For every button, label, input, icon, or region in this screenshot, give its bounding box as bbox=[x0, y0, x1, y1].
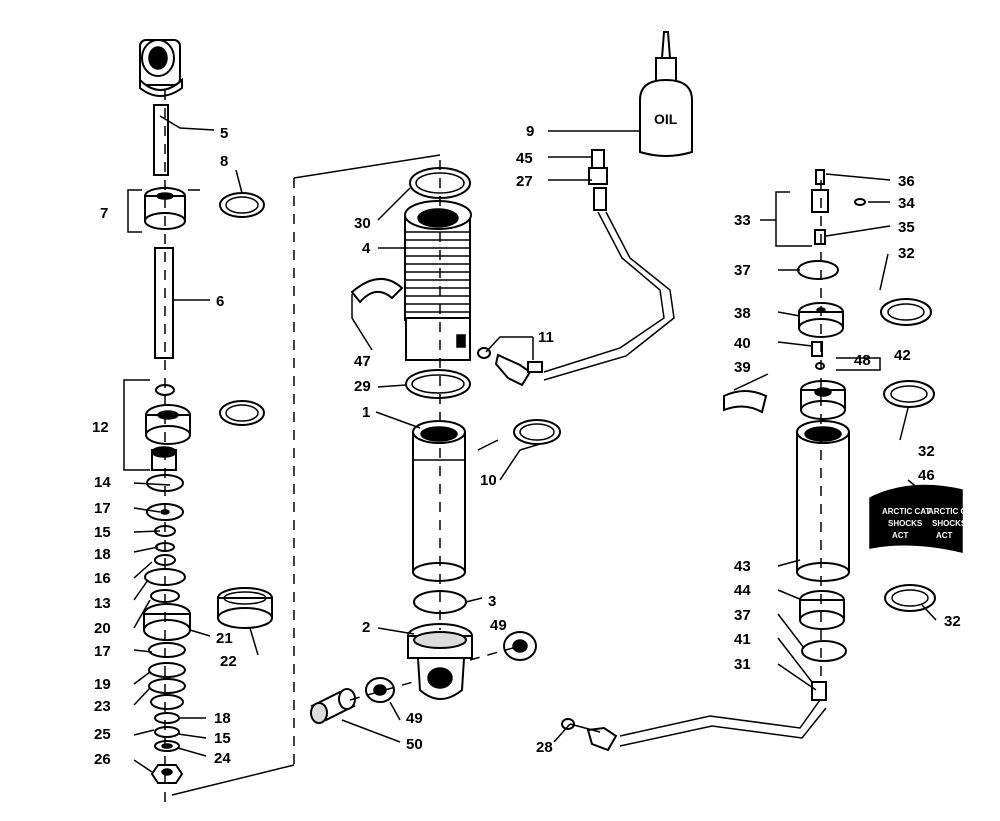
callout-7: 7 bbox=[100, 205, 108, 222]
callout-49b: 49 bbox=[406, 710, 423, 727]
decal-line-3: ACT bbox=[892, 531, 909, 540]
part-2-base bbox=[407, 623, 473, 700]
callout-43: 43 bbox=[734, 558, 751, 575]
callout-37a: 37 bbox=[734, 262, 751, 279]
callout-5: 5 bbox=[220, 125, 228, 142]
callout-1: 1 bbox=[362, 404, 370, 421]
part-37-clip-upper bbox=[797, 260, 839, 280]
callout-17b: 17 bbox=[94, 643, 111, 660]
callout-31: 31 bbox=[734, 656, 751, 673]
callout-32c: 32 bbox=[944, 613, 961, 630]
callout-32a: 32 bbox=[898, 245, 915, 262]
part-49-bushing-left bbox=[365, 677, 395, 703]
part-40-piston bbox=[800, 380, 846, 420]
callout-22: 22 bbox=[220, 653, 237, 670]
bracket-lines-left bbox=[123, 115, 259, 773]
part-eyelet bbox=[139, 39, 183, 97]
callout-23: 23 bbox=[94, 698, 111, 715]
decal-line-1: ARCTIC CAT bbox=[882, 507, 930, 516]
oil-bottle: OIL bbox=[639, 31, 693, 157]
callout-50: 50 bbox=[406, 736, 423, 753]
callout-16: 16 bbox=[94, 570, 111, 587]
callout-36: 36 bbox=[898, 173, 915, 190]
part-1-cylinder bbox=[412, 420, 466, 582]
callout-24: 24 bbox=[214, 750, 231, 767]
frame-line-top bbox=[293, 154, 441, 179]
part-5-shaft-upper bbox=[153, 104, 169, 176]
oil-label: OIL bbox=[654, 111, 678, 127]
callout-47: 47 bbox=[354, 353, 371, 370]
callout-38: 38 bbox=[734, 305, 751, 322]
callout-34: 34 bbox=[898, 195, 915, 212]
part-50-sleeve bbox=[310, 688, 356, 724]
callout-numbers: 5 8 7 6 12 14 17 15 18 16 13 20 21 22 17… bbox=[92, 123, 961, 768]
part-22-band bbox=[217, 587, 273, 629]
decal-line-2: SHOCKS bbox=[888, 519, 923, 528]
decal-line-2b: SHOCKS bbox=[932, 519, 967, 528]
lower-washer-stack bbox=[148, 642, 186, 752]
callout-32b: 32 bbox=[918, 443, 935, 460]
part-27-hose bbox=[543, 149, 675, 381]
right-assembly bbox=[723, 169, 936, 680]
callout-13: 13 bbox=[94, 595, 111, 612]
decal-line-1b: ARCTIC CAT bbox=[928, 507, 976, 516]
part-49-bushing-right bbox=[503, 631, 537, 661]
shaft-assembly bbox=[139, 39, 273, 808]
callout-25: 25 bbox=[94, 726, 111, 743]
callout-18b: 18 bbox=[214, 710, 231, 727]
callout-26: 26 bbox=[94, 751, 111, 768]
callout-15b: 15 bbox=[214, 730, 231, 747]
callout-20: 20 bbox=[94, 620, 111, 637]
callout-15: 15 bbox=[94, 524, 111, 541]
callout-19: 19 bbox=[94, 676, 111, 693]
callout-4: 4 bbox=[362, 240, 371, 257]
callout-48: 48 bbox=[854, 352, 871, 369]
part-43-cylinder bbox=[796, 420, 850, 582]
part-29-ring bbox=[405, 369, 471, 399]
callout-39: 39 bbox=[734, 359, 751, 376]
callout-30: 30 bbox=[354, 215, 371, 232]
callout-49a: 49 bbox=[490, 617, 507, 634]
callout-46: 46 bbox=[918, 467, 935, 484]
callout-17: 17 bbox=[94, 500, 111, 517]
callout-40: 40 bbox=[734, 335, 751, 352]
callout-12: 12 bbox=[92, 419, 109, 436]
callout-2: 2 bbox=[362, 619, 370, 636]
callout-10: 10 bbox=[480, 472, 497, 489]
part-47-clip bbox=[350, 278, 404, 304]
callout-41: 41 bbox=[734, 631, 751, 648]
part-46-decal: ARCTIC CAT SHOCKS ACT ARCTIC CAT SHOCKS … bbox=[869, 484, 976, 553]
decal-line-3b: ACT bbox=[936, 531, 953, 540]
callout-42: 42 bbox=[894, 347, 911, 364]
callout-37b: 37 bbox=[734, 607, 751, 624]
callout-9: 9 bbox=[526, 123, 534, 140]
part-12-group bbox=[145, 384, 191, 471]
part-6-shaft bbox=[154, 247, 174, 359]
part-28-hose bbox=[561, 681, 827, 752]
callout-3: 3 bbox=[488, 593, 496, 610]
callout-14: 14 bbox=[94, 474, 111, 491]
callout-33: 33 bbox=[734, 212, 751, 229]
callout-28: 28 bbox=[536, 739, 553, 756]
callout-45: 45 bbox=[516, 150, 533, 167]
callout-11: 11 bbox=[538, 329, 554, 346]
part-44-piston bbox=[799, 590, 845, 630]
part-20-piston bbox=[143, 603, 191, 641]
leader-lines bbox=[341, 130, 937, 743]
center-assembly bbox=[310, 160, 561, 724]
part-37-clip-lower bbox=[801, 640, 847, 662]
callout-29: 29 bbox=[354, 378, 371, 395]
callout-21: 21 bbox=[216, 630, 233, 647]
part-4-threaded-body bbox=[404, 200, 472, 361]
callout-44: 44 bbox=[734, 582, 751, 599]
callout-18: 18 bbox=[94, 546, 111, 563]
part-11-fitting bbox=[477, 347, 543, 387]
part-39-band bbox=[723, 390, 768, 414]
callout-6: 6 bbox=[216, 293, 224, 310]
callout-8: 8 bbox=[220, 153, 228, 170]
callout-27: 27 bbox=[516, 173, 533, 190]
callout-35: 35 bbox=[898, 219, 915, 236]
